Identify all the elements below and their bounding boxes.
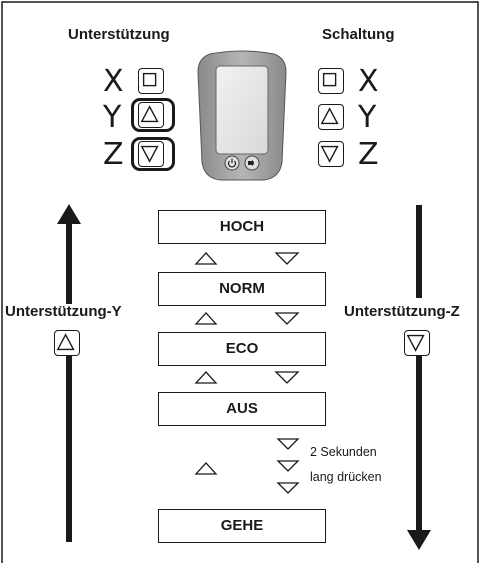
shift-button-x: [318, 68, 344, 94]
support-button-z: [138, 141, 164, 167]
up-arrow: [57, 204, 81, 542]
side-button-y: [54, 330, 80, 356]
long-press-note-line2: lang drücken: [310, 470, 382, 484]
support-button-y: [138, 102, 164, 128]
triangle-up-icon: [56, 333, 75, 351]
triangle-up-icon: [320, 107, 339, 125]
right-letter-z: Z: [358, 137, 379, 172]
display-device: [197, 50, 287, 181]
left-letter-x: X: [103, 64, 124, 99]
triangle-down-icon: [320, 145, 339, 163]
side-label-y: Unterstützung-Y: [5, 303, 122, 320]
left-letter-z: Z: [103, 137, 124, 172]
support-button-x: [138, 68, 164, 94]
down-arrow: [407, 205, 431, 550]
mode-norm: NORM: [158, 272, 326, 306]
square-icon: [322, 72, 337, 87]
left-letter-y: Y: [103, 100, 122, 135]
shift-button-z: [318, 141, 344, 167]
triangle-down-icon: [140, 145, 159, 163]
support-header: Unterstützung: [68, 26, 170, 43]
long-press-note-line1: 2 Sekunden: [310, 445, 377, 459]
power-icon: [224, 155, 240, 171]
shift-header: Schaltung: [322, 26, 395, 43]
light-icon: [244, 155, 260, 171]
right-letter-y: Y: [358, 100, 377, 135]
triangle-down-icon: [406, 334, 425, 352]
shift-button-y: [318, 104, 344, 130]
side-button-z: [404, 330, 430, 356]
triangle-up-icon: [140, 105, 159, 123]
square-icon: [142, 72, 157, 87]
mode-eco: ECO: [158, 332, 326, 366]
mode-aus: AUS: [158, 392, 326, 426]
mode-hoch: HOCH: [158, 210, 326, 244]
right-letter-x: X: [358, 64, 379, 99]
highlight-y: [131, 98, 175, 132]
mode-gehe: GEHE: [158, 509, 326, 543]
side-label-z: Unterstützung-Z: [344, 303, 460, 320]
highlight-z: [131, 137, 175, 171]
